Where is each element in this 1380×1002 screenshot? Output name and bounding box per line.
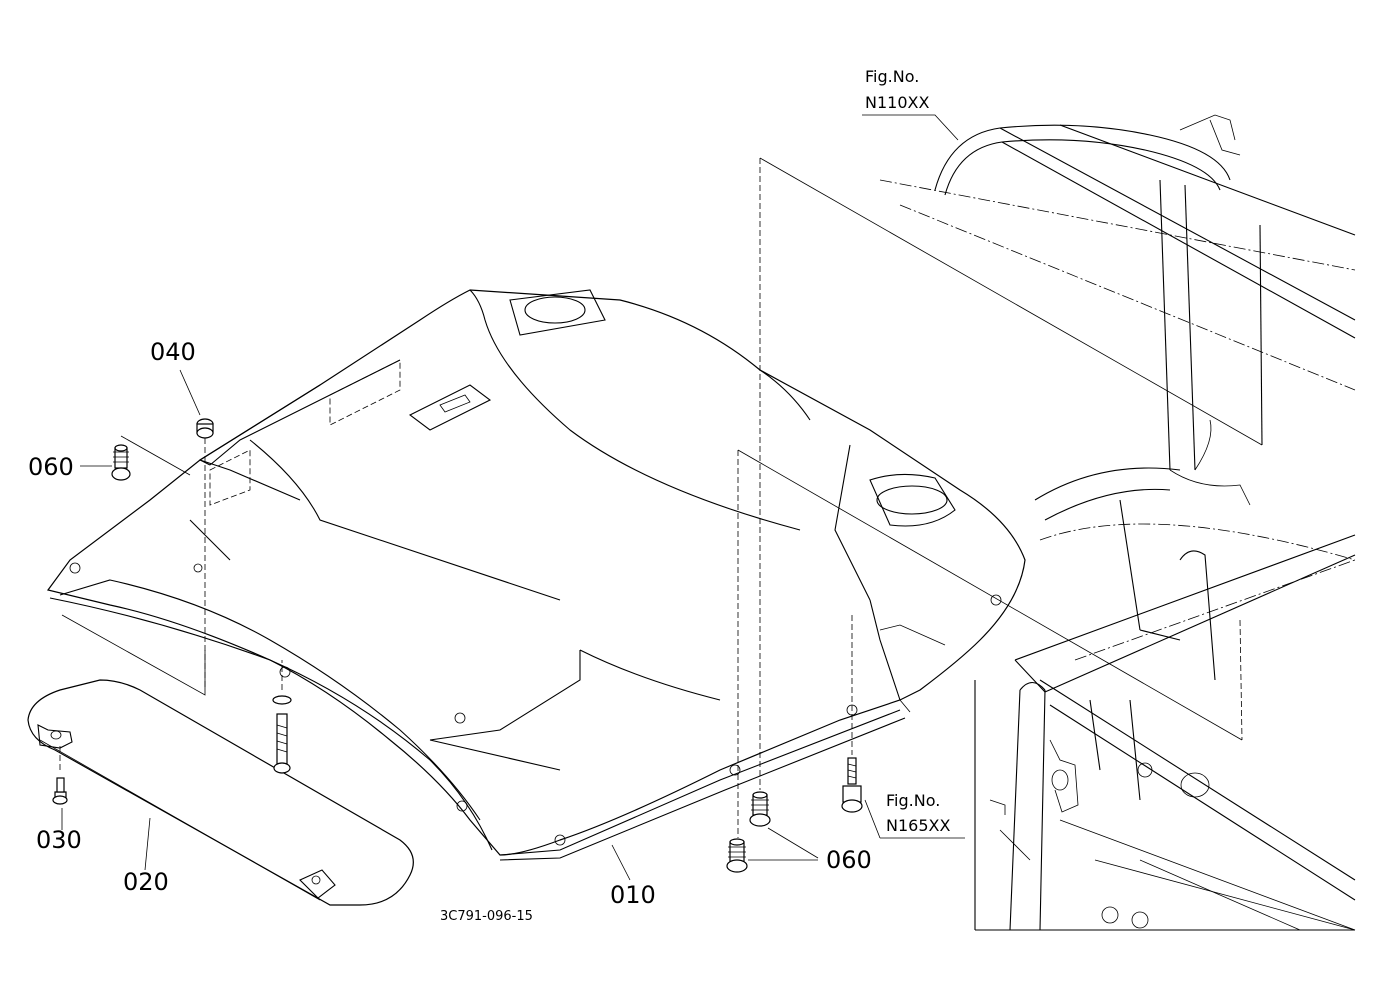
document-code: 3C791-096-15: [440, 909, 533, 924]
fig-ref-b-code: N165XX: [886, 816, 950, 835]
cab-frame: [879, 114, 1356, 931]
label-part-040: 040: [150, 338, 196, 366]
nut-040: [196, 418, 214, 439]
screw-030: [52, 777, 68, 805]
fig-ref-a-title: Fig.No.: [865, 67, 919, 86]
clip-060-center-b: [726, 838, 748, 873]
clip-060-left: [111, 444, 131, 481]
bolt-assembly: [272, 695, 292, 774]
clip-060-center-a: [749, 791, 771, 827]
label-part-060-left: 060: [28, 453, 74, 481]
roof-panel-010: [46, 289, 1026, 861]
sun-visor-020: [27, 679, 414, 906]
label-part-060-center: 060: [826, 846, 872, 874]
bolt-n165: [841, 757, 863, 813]
label-part-030: 030: [36, 826, 82, 854]
label-part-020: 020: [123, 868, 169, 896]
fig-ref-a-code: N110XX: [865, 93, 929, 112]
leader-lines: [59, 114, 1263, 881]
fig-ref-b-title: Fig.No.: [886, 791, 940, 810]
label-part-010: 010: [610, 881, 656, 909]
